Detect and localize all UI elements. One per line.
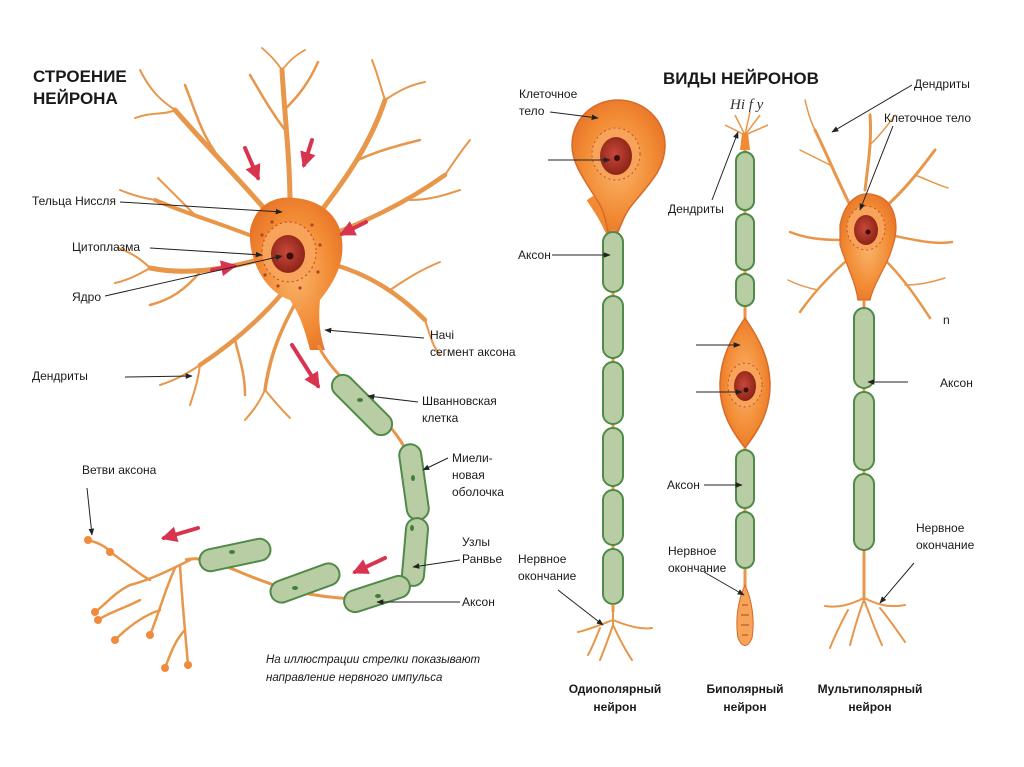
label-cytoplasm: Цитоплазма (72, 240, 141, 254)
impulse-note: На иллюстрации стрелки показывают направ… (266, 651, 480, 687)
label-myelin-sheath: Миели- новая оболочка (452, 450, 504, 501)
multipolar-neuron (787, 99, 954, 649)
unipolar-ending-line-2: окончание (518, 569, 577, 583)
left-axon-terminal-bulbs (84, 536, 192, 672)
left-myelinated-axon (184, 344, 430, 614)
unipolar-label-ending: Нервное окончание (518, 551, 576, 585)
label-axon-branches: Ветви аксона (82, 463, 157, 477)
bipolar-ending-line-2: окончание (668, 561, 727, 575)
label-ranvier-nodes: Узлы Ранвье (462, 534, 502, 568)
bipolar-caption-line-1: Биполярный (706, 682, 784, 696)
impulse-note-line-2: направление нервного импульса (266, 672, 443, 684)
multipolar-label-ending: Нервное окончание (916, 520, 974, 554)
unipolar-cell-body-line-2: тело (519, 104, 545, 118)
bipolar-caption: Биполярный нейрон (695, 680, 795, 716)
multipolar-label-cell-body: Клеточное тело (884, 111, 972, 125)
bipolar-neuron (719, 111, 771, 646)
multipolar-caption-line-1: Мультиполярный (817, 682, 923, 696)
label-ranvier-line-2: Ранвье (462, 552, 503, 566)
unipolar-caption-line-1: Одиополярный (568, 682, 662, 696)
left-axon-branches (86, 538, 192, 670)
multipolar-label-dendrites: Дендриты (914, 77, 970, 91)
label-nucleus: Ядро (72, 290, 102, 304)
bipolar-label-dendrites: Дендриты (668, 202, 724, 216)
unipolar-cell-body-line-1: Клеточное (519, 87, 578, 101)
right-title: ВИДЫ НЕЙРОНОВ (663, 69, 819, 88)
label-schwann-line-2: клетка (422, 411, 459, 425)
bipolar-label-axon: Аксон (667, 478, 700, 492)
multipolar-ending-line-1: Нервное (916, 521, 965, 535)
label-axon-left: Аксон (462, 595, 495, 609)
unipolar-label-cell-body: Клеточное тело (519, 86, 577, 120)
label-dendrites: Дендриты (32, 369, 88, 383)
bipolar-caption-line-2: нейрон (723, 700, 767, 714)
multipolar-label-axon: Аксон (940, 376, 973, 390)
multipolar-caption-line-2: нейрон (848, 700, 892, 714)
left-title-line-1: СТРОЕНИЕ (33, 67, 127, 86)
unipolar-label-axon: Аксон (518, 248, 551, 262)
unipolar-ending-line-1: Нервное (518, 552, 567, 566)
unipolar-caption-line-2: нейрон (593, 700, 637, 714)
label-nissl: Тельца Ниссля (32, 194, 116, 208)
label-initial-segment-line-1: Начі (430, 328, 454, 342)
impulse-direction-arrows (160, 138, 387, 574)
impulse-note-line-1: На иллюстрации стрелки показывают (266, 654, 481, 666)
label-schwann-line-1: Шванновская (422, 394, 497, 408)
label-initial-segment: Начі сегмент аксона (430, 327, 516, 361)
multipolar-ending-line-2: окончание (916, 538, 975, 552)
label-ranvier-line-1: Узлы (462, 535, 490, 549)
bipolar-fragment-text: Hi f y (730, 97, 764, 113)
left-title: СТРОЕНИЕ НЕЙРОНА (33, 66, 127, 110)
label-schwann-cell: Шванновская клетка (422, 393, 497, 427)
label-myelin-line-2: новая (452, 468, 485, 482)
label-initial-segment-line-2: сегмент аксона (430, 345, 516, 359)
left-title-line-2: НЕЙРОНА (33, 89, 118, 108)
multipolar-caption: Мультиполярный нейрон (810, 680, 930, 716)
right-leader-lines (548, 84, 915, 626)
label-myelin-line-1: Миели- (452, 451, 493, 465)
unipolar-caption: Одиополярный нейрон (560, 680, 670, 716)
label-myelin-line-3: оболочка (452, 485, 504, 499)
multipolar-fragment-text: n (943, 313, 950, 327)
bipolar-ending-line-1: Нервное (668, 544, 717, 558)
bipolar-label-ending: Нервное окончание (668, 543, 726, 577)
left-cell-body (249, 197, 343, 350)
left-leader-lines (86, 201, 461, 605)
unipolar-neuron (571, 99, 666, 661)
